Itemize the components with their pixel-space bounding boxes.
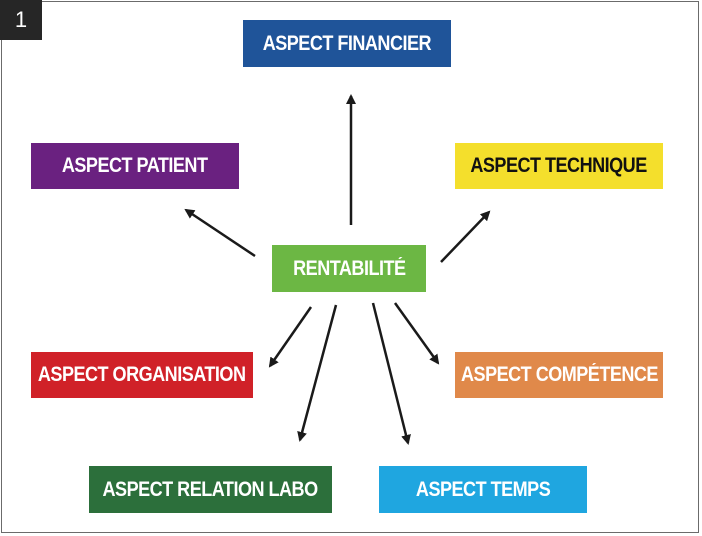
arrow-to-patient [184,208,256,258]
aspect-patient-box: ASPECT PATIENT [31,143,239,189]
aspect-competence-box: ASPECT COMPÉTENCE [455,352,663,398]
aspect-organisation-label: ASPECT ORGANISATION [38,363,246,386]
aspect-technique-label: ASPECT TECHNIQUE [470,154,648,177]
figure-number: 1 [14,7,28,32]
aspect-temps-box: ASPECT TEMPS [379,466,587,513]
aspect-patient-label: ASPECT PATIENT [62,154,208,177]
arrow-to-temps [371,302,411,445]
rentabilite-box: RENTABILITÉ [272,245,426,292]
arrow-to-technique [440,210,491,263]
aspect-financier-box: ASPECT FINANCIER [243,20,451,67]
aspect-technique-box: ASPECT TECHNIQUE [455,143,663,189]
arrow-to-organisation [268,306,313,368]
arrow-to-relation-labo [297,304,338,442]
rentabilite-label: RENTABILITÉ [292,256,406,280]
aspect-financier-label: ASPECT FINANCIER [262,31,432,55]
aspect-organisation-box: ASPECT ORGANISATION [31,352,253,398]
aspect-relation-labo-label: ASPECT RELATION LABO [102,477,319,501]
aspect-competence-label: ASPECT COMPÉTENCE [460,363,658,386]
arrow-to-competence [393,302,440,365]
aspect-temps-label: ASPECT TEMPS [415,477,551,501]
aspect-relation-labo-box: ASPECT RELATION LABO [89,466,332,513]
figure-number-badge: 1 [0,0,42,40]
